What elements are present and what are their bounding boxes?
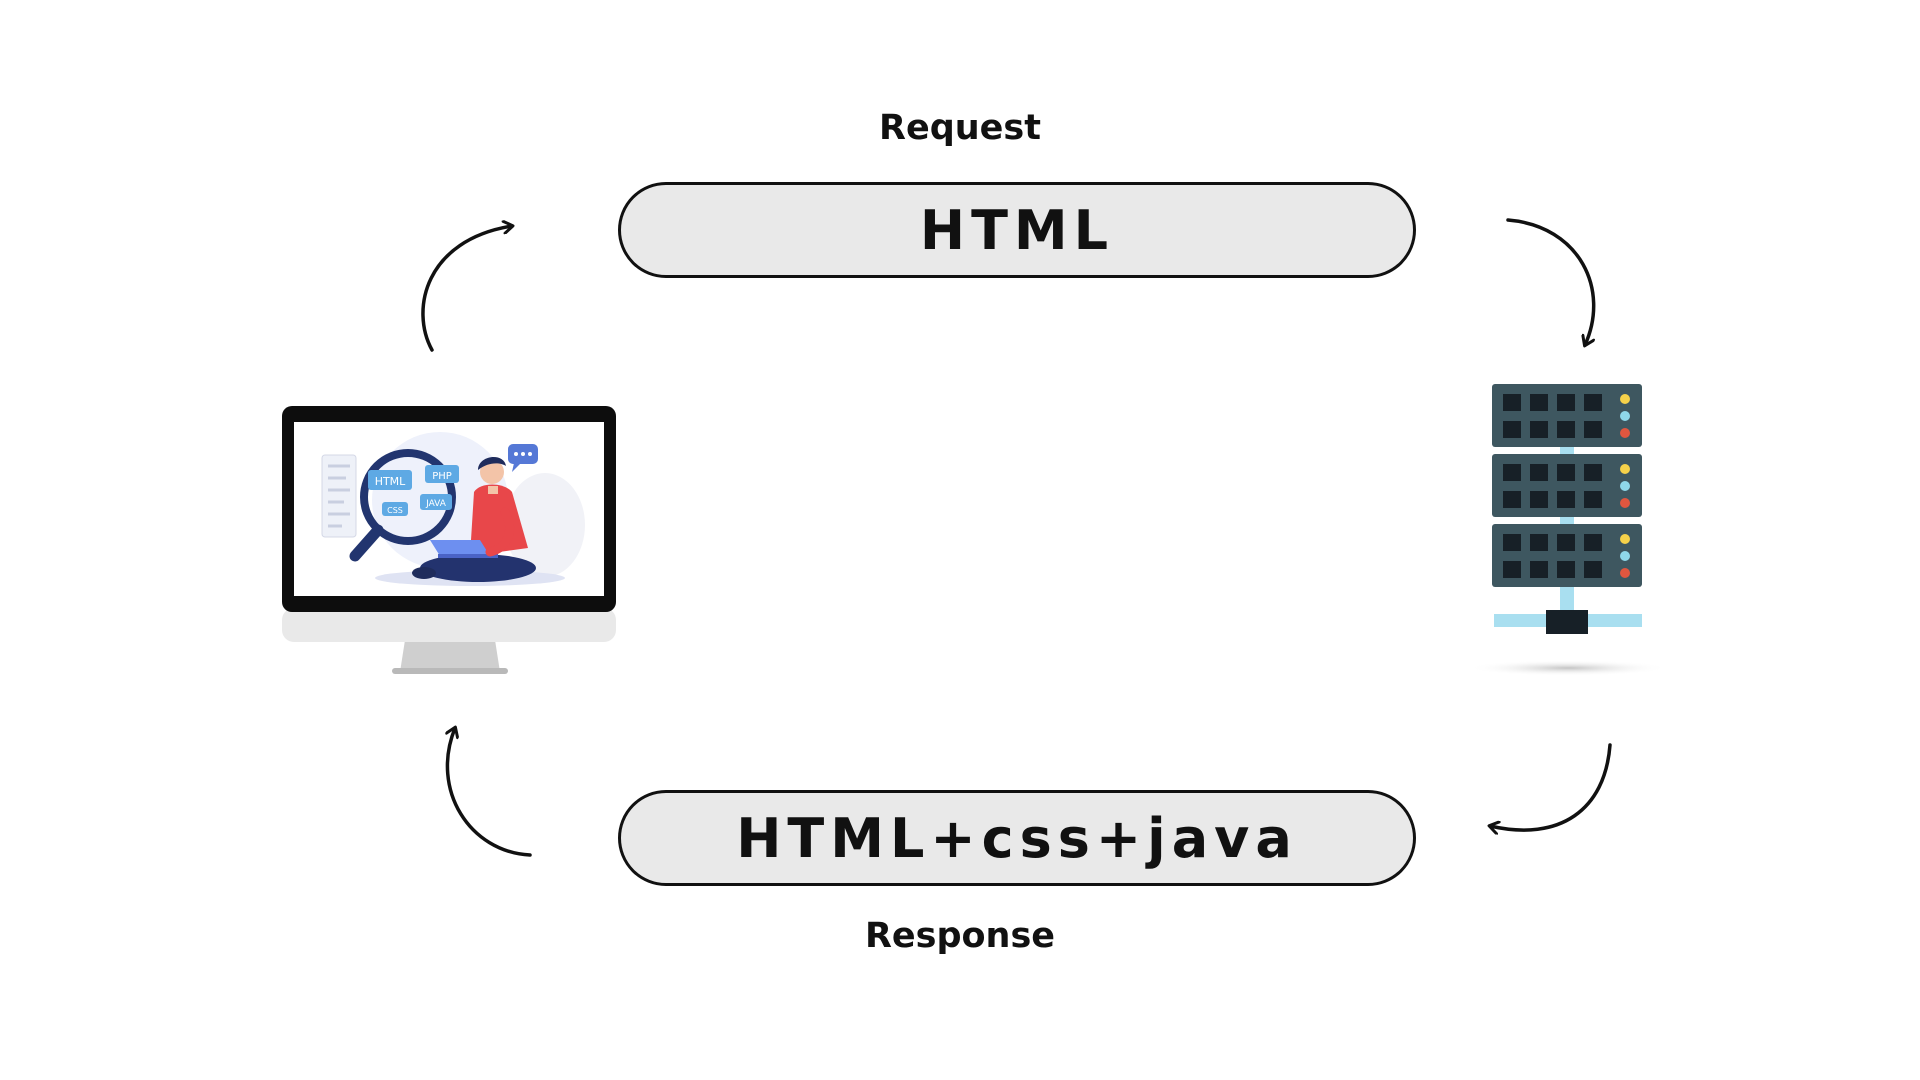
computer-monitor-icon: HTML PHP CSS JAVA	[282, 406, 616, 674]
request-payload-pill: HTML	[618, 182, 1416, 278]
request-caption: Request	[879, 108, 1041, 148]
tag-php: PHP	[432, 471, 452, 482]
tag-java: JAVA	[425, 499, 447, 509]
arrow-response-in-icon	[447, 728, 532, 857]
tag-css: CSS	[387, 506, 403, 515]
response-payload-pill: HTML+css+java	[618, 790, 1416, 886]
response-payload-text: HTML+css+java	[736, 806, 1298, 870]
response-caption: Response	[864, 916, 1056, 956]
server-rack-icon	[1468, 384, 1668, 676]
arrow-response-out-icon	[1490, 743, 1612, 830]
arrow-request-in-icon	[1506, 218, 1594, 345]
arrow-request-out-icon	[421, 226, 512, 352]
screen-illustration: HTML PHP CSS JAVA	[321, 432, 585, 586]
tag-html: HTML	[375, 475, 406, 488]
request-payload-text: HTML	[919, 198, 1115, 262]
